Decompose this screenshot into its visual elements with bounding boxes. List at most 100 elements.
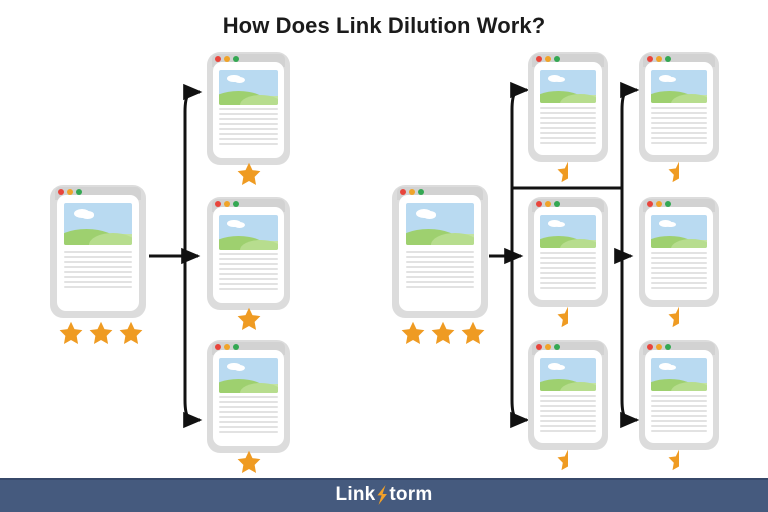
cloud-icon [227,219,246,228]
window-minimize-dot-icon [656,56,662,62]
left-target-3-rating [236,449,262,475]
right-source-rating [400,320,486,346]
card-page [533,207,603,300]
right-tier2-3-rating [667,448,691,472]
card-text-lines [650,394,708,437]
window-close-dot-icon [536,56,542,62]
window-minimize-dot-icon [656,201,662,207]
cloud-icon [227,74,246,83]
cloud-icon [658,219,676,228]
cloud-icon [547,74,565,83]
cloud-icon [658,362,676,371]
right-tier2-card-2[interactable] [639,197,719,307]
full-star-icon [119,321,143,344]
window-maximize-dot-icon [665,201,671,207]
window-minimize-dot-icon [545,201,551,207]
window-close-dot-icon [215,201,221,207]
right-source-card[interactable] [392,185,488,318]
card-thumbnail-image [650,358,708,392]
brand-logo[interactable]: Link torm [336,484,433,506]
card-thumbnail-image [219,215,278,250]
card-text-lines [219,108,278,152]
window-minimize-dot-icon [67,189,73,195]
left-target-card-3[interactable] [207,340,290,453]
right-tier2-1-rating [667,160,691,184]
full-star-icon [461,321,485,344]
card-text-lines [219,396,278,440]
card-page [212,207,285,303]
card-text-lines [539,394,597,437]
card-page [644,350,714,443]
card-thumbnail-image [650,70,708,104]
right-tier2-card-3[interactable] [639,340,719,450]
card-page [644,62,714,155]
window-maximize-dot-icon [554,56,560,62]
cloud-icon [547,362,565,371]
window-minimize-dot-icon [545,56,551,62]
full-star-icon [431,321,455,344]
card-thumbnail-image [539,70,597,104]
window-minimize-dot-icon [545,344,551,350]
full-star-icon [237,162,261,185]
card-text-lines [650,251,708,294]
cloud-icon [227,362,246,371]
full-star-icon [237,307,261,330]
left-source-card[interactable] [50,185,146,318]
card-text-lines [539,251,597,294]
card-text-lines [64,250,132,305]
full-star-icon [237,450,261,473]
half-star-icon [557,161,568,183]
card-thumbnail-image [64,203,132,245]
cloud-icon [658,74,676,83]
half-star-icon [557,449,568,471]
left-target-1-rating [236,161,262,187]
half-star-icon [557,306,568,328]
footer-bar: Link torm [0,478,768,512]
right-tier1-3-rating [556,448,580,472]
window-maximize-dot-icon [418,189,424,195]
full-star-icon [89,321,113,344]
window-maximize-dot-icon [665,344,671,350]
footer-top-divider [0,478,768,480]
window-close-dot-icon [400,189,406,195]
window-close-dot-icon [647,344,653,350]
card-text-lines [219,253,278,297]
right-tier2-card-1[interactable] [639,52,719,162]
right-tier1-card-3[interactable] [528,340,608,450]
window-close-dot-icon [215,344,221,350]
window-minimize-dot-icon [224,201,230,207]
window-close-dot-icon [647,201,653,207]
card-page [398,195,482,311]
right-tier2-2-rating [667,305,691,329]
page-title: How Does Link Dilution Work? [222,13,546,38]
window-minimize-dot-icon [224,344,230,350]
card-page [533,350,603,443]
window-minimize-dot-icon [409,189,415,195]
right-tier1-2-rating [556,305,580,329]
card-page [533,62,603,155]
window-close-dot-icon [215,56,221,62]
card-thumbnail-image [219,70,278,105]
logo-word-right: torm [389,484,433,505]
window-maximize-dot-icon [665,56,671,62]
right-tier1-card-1[interactable] [528,52,608,162]
full-star-icon [401,321,425,344]
window-maximize-dot-icon [233,56,239,62]
card-thumbnail-image [219,358,278,393]
logo-word-left: Link [335,484,376,505]
window-close-dot-icon [647,56,653,62]
left-target-card-2[interactable] [207,197,290,310]
card-page [212,62,285,158]
left-target-card-1[interactable] [207,52,290,165]
window-close-dot-icon [536,201,542,207]
right-tier1-card-2[interactable] [528,197,608,307]
half-star-icon [668,161,679,183]
card-text-lines [539,106,597,149]
cloud-icon [415,208,437,219]
window-maximize-dot-icon [233,201,239,207]
half-star-icon [668,449,679,471]
window-minimize-dot-icon [656,344,662,350]
card-text-lines [406,250,474,305]
